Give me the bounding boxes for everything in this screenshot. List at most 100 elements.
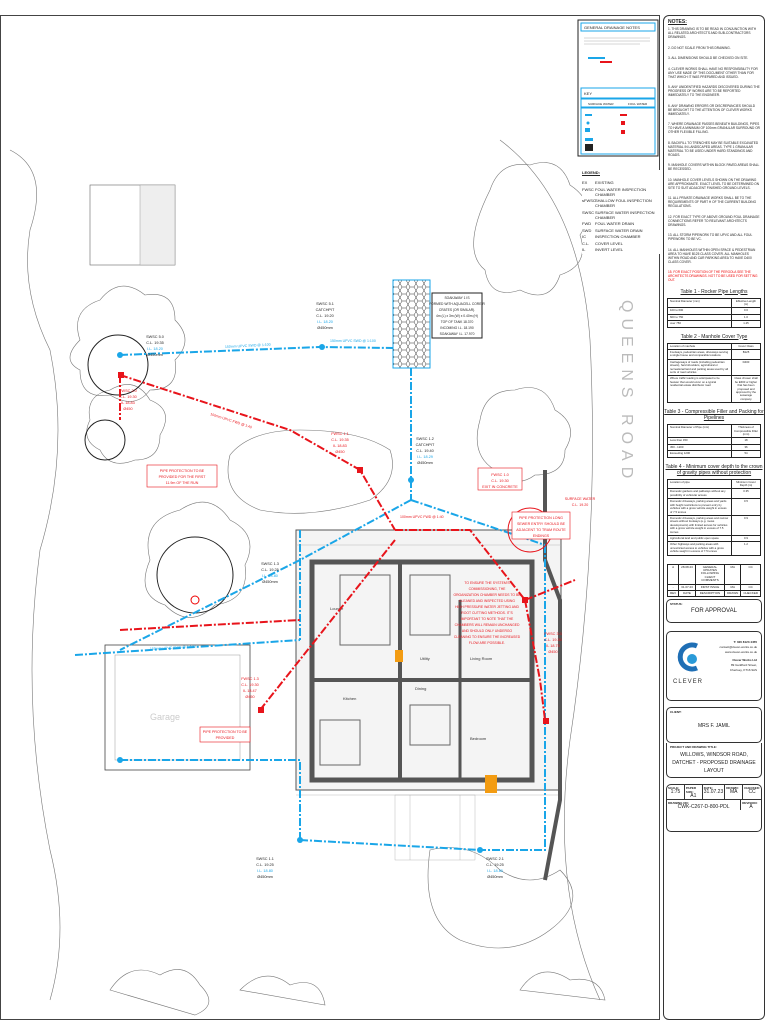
- drawing-notes: PIPE PROTECTION TO BE PROVIDED FOR THE F…: [146, 464, 596, 743]
- label-line: C.L. 19.30: [241, 683, 259, 687]
- note-line: TO ENSURE THE SYSTEM'S: [464, 581, 510, 585]
- note-line: HIGH PRESSURE WATER JETTING AND: [455, 605, 519, 609]
- label-line: Ø450mm: [257, 875, 273, 879]
- chamber-swsc21: [477, 847, 483, 853]
- note-line: AND SHOULD ONLY UNDERGO: [462, 629, 513, 633]
- header-cell: Nominal Diameter (mm): [667, 297, 732, 309]
- note-line: ROOT CUTTING METHODS. IT'S: [461, 611, 513, 615]
- note-line: FLOW ARE POSSIBLE.: [469, 641, 505, 645]
- legend-desc: COVER LEVEL: [595, 240, 623, 246]
- soakaway-crates: [392, 279, 483, 369]
- label-fwsc11: FWSC 1.1 C.L. 19.35 IL 18.83 Ø450: [331, 432, 349, 454]
- label-fwsc30: FWSC 3.0 C.L. 19.30 IL 18.75 Ø450: [544, 632, 562, 654]
- note-line: PIPE PROTECTION TO BE: [203, 730, 248, 734]
- meta-value: CC: [748, 789, 756, 796]
- tree-symbols: [84, 334, 234, 614]
- cell: D400: [731, 358, 761, 377]
- road-name: QUEENS ROAD: [618, 300, 635, 484]
- soakaway-text: FORMED WITH AQUACELL CORE-R: [429, 302, 485, 306]
- note: 14. ALL MANHOLES WITHIN OPEN SPACE & PED…: [668, 247, 756, 264]
- note-line: PROVIDED: [216, 736, 235, 740]
- foul-water-chambers: [118, 372, 549, 724]
- cell: CC: [740, 583, 761, 592]
- cell: Where traffic loading is anticipated to …: [667, 375, 732, 404]
- cell: -: [666, 583, 680, 592]
- company-phone: T: 020 8123 4455: [733, 640, 757, 645]
- date: DATE:31.07.23: [703, 785, 726, 800]
- drawing-meta: SCALE:1:75 PAPER SIZE:A1 DATE:31.07.23 D…: [666, 784, 762, 833]
- label-line: I.L. 18.80: [487, 869, 503, 873]
- meta-label: REVISION:: [742, 801, 758, 806]
- cell: B125: [731, 348, 761, 360]
- foul-water-pipes: [119, 374, 576, 721]
- legend-desc: INVERT LEVEL: [595, 247, 624, 252]
- legend-code: FWSC: [582, 186, 594, 192]
- note-line: ORGANIZATION CHAMBER NEEDS TO BE: [453, 593, 521, 597]
- cell: 0.9: [731, 534, 761, 543]
- cell: Carriageways of roads (including pedestr…: [667, 358, 732, 377]
- note-line: CLEANED AND INSPECTED USING: [459, 599, 515, 603]
- proposed-building: Kitchen Dining Living Room Utility Loung…: [150, 529, 562, 861]
- room-label: Bedroom: [470, 736, 487, 741]
- drainage-layout-drawing: Kitchen Dining Living Room Utility Loung…: [9, 19, 659, 1016]
- note-pipe-protection-2: PIPE PROTECTION TO BE PROVIDED: [199, 726, 251, 743]
- label-line: FWSC 1.1: [331, 432, 349, 436]
- header-cell: Effective Length (m): [731, 297, 761, 309]
- cell: over 750: [667, 320, 732, 328]
- label-line: FWSC 3.0: [544, 632, 562, 636]
- cell: A: [666, 563, 680, 585]
- header-cell: DESCRIPTION: [694, 589, 726, 598]
- room-label: Kitchen: [343, 696, 356, 701]
- table-row: Carriageways of roads (including pedestr…: [667, 358, 761, 377]
- company-name: Clever Works Ltd: [732, 658, 757, 663]
- chamber-swsc50: [117, 352, 123, 358]
- header-cell: Minimum Cover Depth (m): [731, 478, 761, 490]
- meta-label: DRAWN:: [726, 786, 739, 791]
- key-title: KEY: [584, 91, 592, 96]
- note: 3. ALL DIMENSIONS SHOULD BE CHECKED ON S…: [668, 56, 749, 60]
- existing-outbuilding: [89, 184, 251, 771]
- company-block: CLEVER T: 020 8123 4455 contact@clever-w…: [666, 631, 762, 702]
- legend-desc: SHALLOW FOUL INSPECTION CHAMBER: [595, 198, 652, 208]
- label-line: SWSC 2.1: [486, 857, 504, 861]
- company-address: Chertsey, KT16 9AS: [729, 668, 757, 673]
- note-commissioning: TO ENSURE THE SYSTEM'S COMMISSIONING, TH…: [453, 581, 521, 645]
- pipe-label: 150mm UPVC SWD @ 1:100: [225, 343, 271, 349]
- key-surface-water: SURFACE WATER: [588, 102, 614, 106]
- soakaway-text: 4m (L) x 3m (W) x 0.40m (H): [436, 314, 478, 318]
- label-line: IL 18.47: [243, 689, 257, 693]
- label-line: I.L. 18.20: [147, 347, 163, 351]
- note: 6. ANY DRAWING ERRORS OR DISCREPANCIES S…: [668, 103, 756, 116]
- label-swsc13: SWSC 1.3 C.L. 19.25 I.L. 18.80 Ø450mm: [261, 562, 279, 584]
- note-line: CHAMBERS WILL REMAIN UNCHANGED: [455, 623, 520, 627]
- header-cell: REV: [666, 589, 680, 598]
- legend-box: GENERAL DRAINAGE NOTES KEY SURFACE WATER…: [577, 19, 659, 157]
- label-line: IL 18.75: [546, 644, 560, 648]
- note-line: PIPE PROTECTION LONG: [519, 516, 563, 520]
- label-line: SWSC 1.1: [256, 857, 274, 861]
- label-line: Ø450: [123, 407, 132, 411]
- table-row: Footways, pedestrian areas, driveways se…: [667, 348, 761, 360]
- table1-title: Table 1 - Rocker Pipe Lengths: [680, 288, 748, 295]
- legend-code: C.L.: [582, 240, 590, 246]
- note-line: ENDINGS: [533, 534, 550, 538]
- label-line: SWSC 5.0: [146, 335, 164, 339]
- label-line: EXIT IN CONCRETE: [482, 485, 518, 489]
- meta-label: DRAWING NO:: [668, 801, 689, 806]
- label-line: IL 18.83: [121, 401, 135, 405]
- paper-size: PAPER SIZE:A1: [685, 785, 703, 800]
- meta-label: SCALE:: [668, 786, 680, 791]
- soakaway-text: SOAKAWAY I.L. 17.970: [440, 332, 475, 336]
- label-swsc50: SWSC 5.0 C.L. 19.35 I.L. 18.20 Ø450mm: [146, 335, 164, 357]
- legend-desc: SURFACE WATER DRAIN: [595, 227, 643, 233]
